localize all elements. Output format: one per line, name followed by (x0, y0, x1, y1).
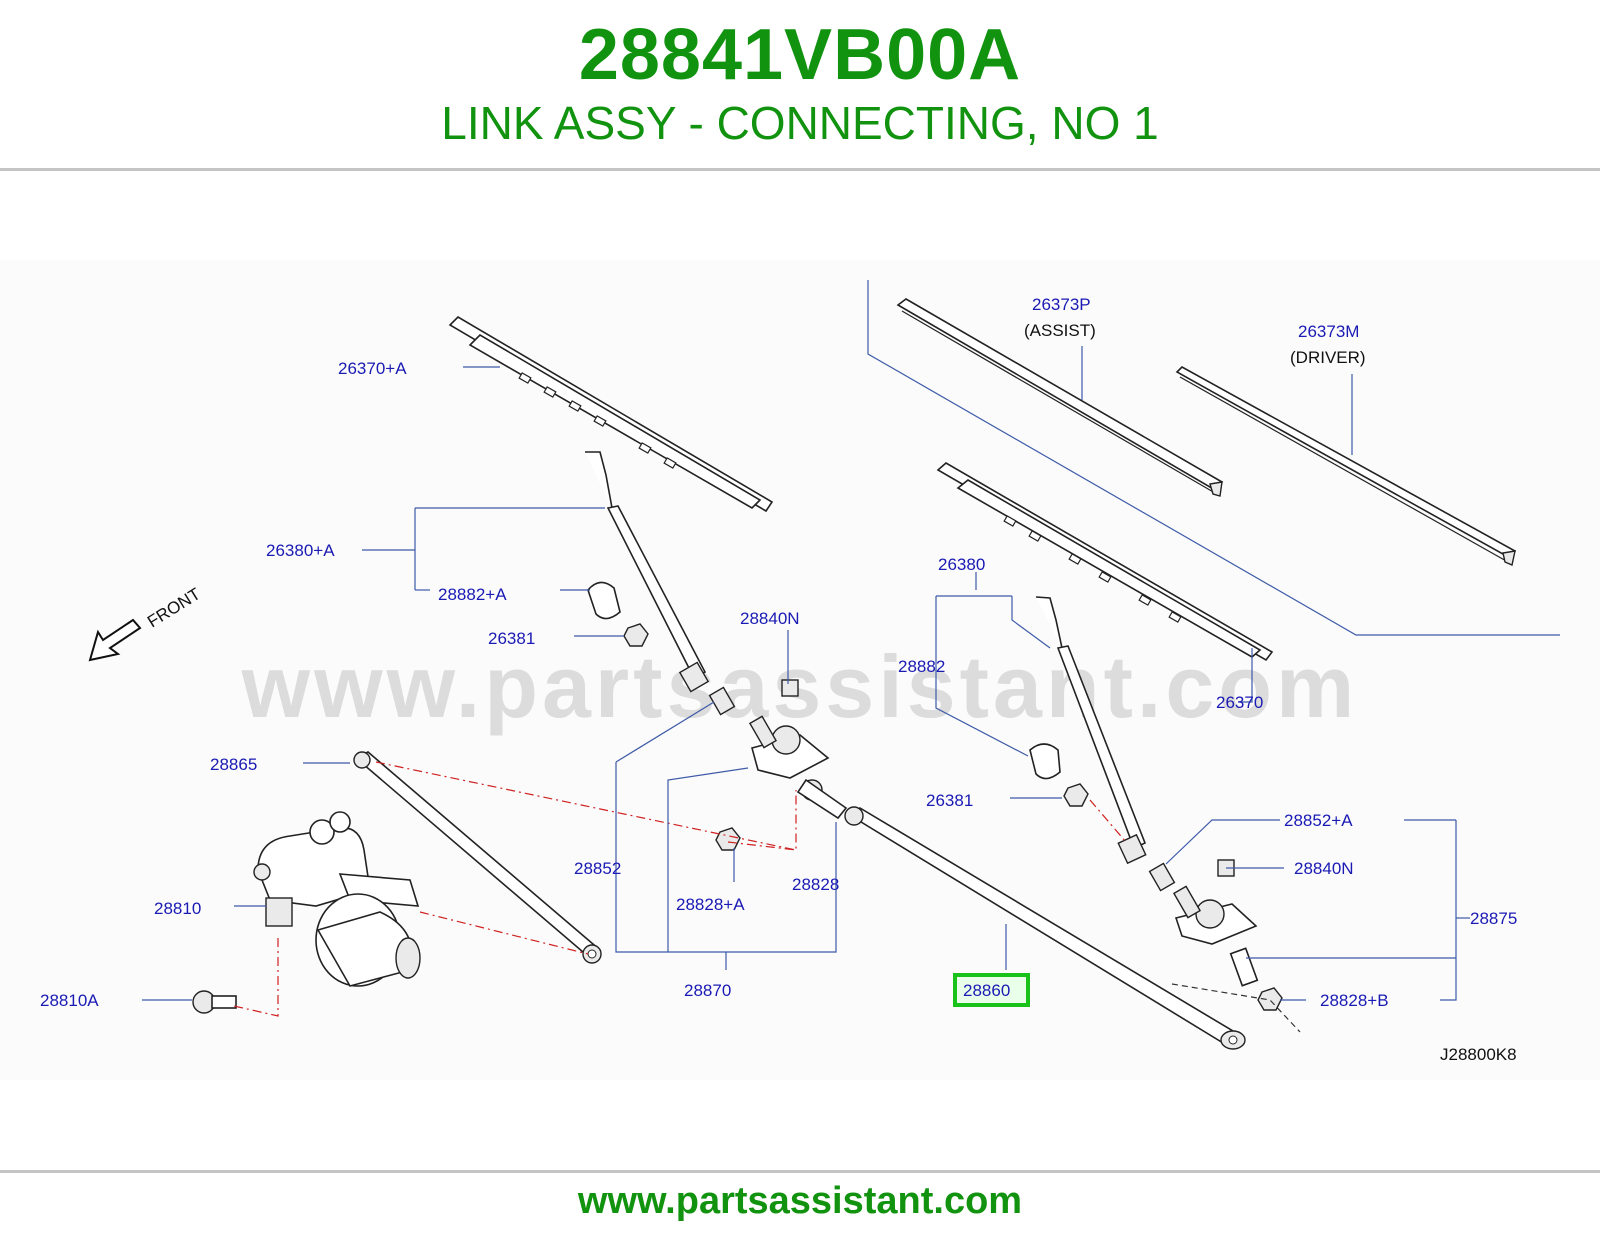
label-28840N-right: 28840N (1294, 859, 1354, 878)
nut-28828A (715, 827, 741, 851)
label-26370A: 26370+A (338, 359, 407, 378)
motor-bolt-line (233, 938, 279, 1017)
wiper-blade-left (448, 315, 774, 513)
pivot-right (1148, 859, 1259, 987)
link-rod-28865 (353, 751, 602, 964)
connecting-link-28860 (844, 806, 1246, 1050)
arm-nut-left (623, 623, 649, 647)
label-assist: (ASSIST) (1024, 321, 1096, 340)
label-26380: 26380 (938, 555, 985, 574)
label-26373M: 26373M (1298, 322, 1359, 341)
wiper-blade-right (936, 462, 1274, 662)
part-number-title: 28841VB00A (578, 15, 1022, 95)
page-header: 28841VB00A LINK ASSY - CONNECTING, NO 1 (0, 0, 1600, 170)
label-28810: 28810 (154, 899, 201, 918)
footer-divider (0, 1170, 1600, 1173)
pivot-left (708, 679, 848, 820)
wiper-arm-left (585, 451, 710, 693)
highlight-box-28860 (953, 973, 1030, 1007)
label-26370: 26370 (1216, 693, 1263, 712)
label-28860-highlighted: 28860 (963, 981, 1010, 1000)
label-28882: 28882 (898, 657, 945, 676)
label-driver: (DRIVER) (1290, 348, 1366, 367)
label-26381-right: 26381 (926, 791, 973, 810)
blade-refill-assist (896, 298, 1224, 497)
label-28865: 28865 (210, 755, 257, 774)
diagram-background (0, 260, 1600, 1080)
label-26381-left: 26381 (488, 629, 535, 648)
bolt-28810A (192, 990, 237, 1014)
label-26380A: 26380+A (266, 541, 335, 560)
arm-cap-right (1029, 743, 1061, 780)
front-label: FRONT (144, 584, 204, 631)
hidden-line (1171, 983, 1301, 1033)
label-28852: 28852 (574, 859, 621, 878)
label-26373P: 26373P (1032, 295, 1091, 314)
label-28828: 28828 (792, 875, 839, 894)
blade-refill-driver (1175, 366, 1517, 566)
diagram-reference-code: J28800K8 (1440, 1045, 1517, 1064)
wiper-arm-right (1035, 596, 1147, 865)
part-description: LINK ASSY - CONNECTING, NO 1 (441, 97, 1159, 149)
label-28852A: 28852+A (1284, 811, 1353, 830)
label-28870: 28870 (684, 981, 731, 1000)
footer-link[interactable]: www.partsassistant.com (577, 1180, 1023, 1222)
arm-nut-right (1063, 783, 1089, 807)
wiper-motor (253, 811, 421, 987)
arm-cap-left (587, 581, 621, 620)
front-arrow-icon (88, 618, 142, 662)
label-28828B: 28828+B (1320, 991, 1389, 1010)
label-28882A: 28882+A (438, 585, 507, 604)
refill-bracket-line (867, 280, 1560, 636)
header-divider (0, 168, 1600, 171)
label-28828A: 28828+A (676, 895, 745, 914)
nut-28828B (1257, 987, 1283, 1011)
label-28875: 28875 (1470, 909, 1517, 928)
label-28810A: 28810A (40, 991, 99, 1010)
label-28840N-top: 28840N (740, 609, 800, 628)
